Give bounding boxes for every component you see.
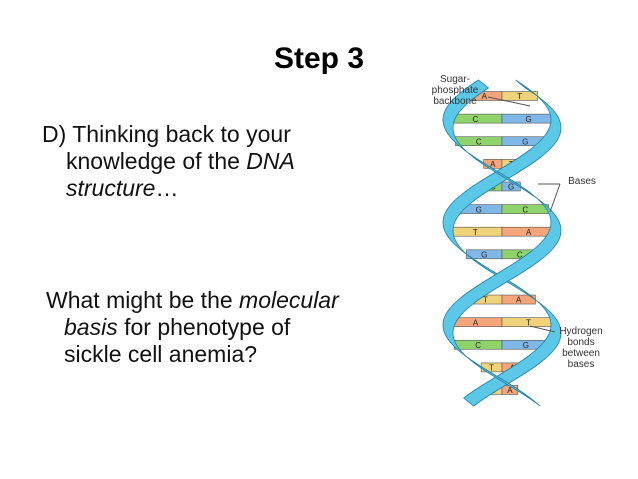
base-letter: G — [522, 137, 528, 146]
hydrogen-label-line1: Hydrogen — [559, 326, 603, 337]
base-letter: A — [516, 296, 522, 305]
sugar-pointer-line — [487, 96, 531, 107]
slide-title: Step 3 — [273, 42, 365, 75]
sugar-phosphate-backbone-label: Sugar- phosphate backbone — [422, 74, 488, 107]
para-d-line1: D) Thinking back to your — [42, 121, 291, 147]
bases-label: Bases — [568, 176, 596, 187]
base-letter: C — [472, 115, 478, 124]
para-d-line3: structure… — [42, 175, 402, 202]
para-d-structure-term: structure — [66, 175, 156, 201]
base-letter: G — [481, 251, 487, 260]
base-letter: C — [517, 251, 523, 260]
sugar-label-line3: backbone — [433, 96, 477, 107]
sugar-label-line1: Sugar- — [439, 74, 470, 85]
para-q-molecular-term: molecular — [239, 287, 339, 313]
base-pair-rungs: ATCGCGATCGGCTAGCTAATCGTATA — [448, 91, 556, 395]
sugar-label-line2: phosphate — [431, 85, 479, 96]
base-letter: G — [526, 115, 532, 124]
base-letter: T — [526, 318, 531, 327]
base-letter: C — [522, 205, 528, 214]
hydrogen-bonds-label: Hydrogen bonds between bases — [548, 326, 614, 370]
para-q-line1-text: What might be the — [46, 287, 240, 313]
para-q-basis-term: basis — [64, 314, 118, 340]
backbone-strand-b — [442, 79, 562, 407]
base-letter: T — [473, 228, 478, 237]
para-d-line2-text: knowledge of the — [66, 148, 247, 174]
base-letter: T — [517, 92, 522, 101]
question-d-paragraph: D) Thinking back to your knowledge of th… — [42, 121, 402, 202]
hydrogen-label-line2: bonds — [567, 337, 595, 348]
base-letter: G — [476, 205, 482, 214]
hydrogen-pointer-line — [529, 325, 556, 333]
backbone-strand-a — [442, 79, 562, 407]
base-letter: A — [473, 318, 479, 327]
base-letter: A — [482, 92, 488, 101]
question-paragraph: What might be the molecular basis for ph… — [46, 287, 466, 368]
base-letter: T — [489, 364, 494, 373]
para-d-ellipsis: … — [155, 175, 179, 201]
para-q-line2: basis for phenotype of — [46, 314, 466, 341]
para-d-line2: knowledge of the DNA — [42, 148, 402, 175]
para-d-dna-term: DNA — [246, 148, 295, 174]
para-q-line2-text: for phenotype of — [117, 314, 291, 340]
dna-double-helix-diagram: ATCGCGATCGGCTAGCTAATCGTATA Sugar- phosph… — [420, 64, 620, 414]
label-pointers — [487, 96, 561, 333]
base-letter: T — [483, 296, 488, 305]
base-letter: A — [490, 160, 496, 169]
para-q-line1: What might be the molecular — [46, 287, 339, 313]
base-letter: G — [508, 183, 514, 192]
base-letter: A — [526, 228, 532, 237]
hydrogen-label-line4: bases — [567, 359, 595, 370]
base-letter: C — [476, 137, 482, 146]
hydrogen-label-line3: between — [562, 348, 600, 359]
bases-pointer-line-2 — [549, 183, 561, 213]
base-letter: C — [475, 341, 481, 350]
base-letter: G — [523, 341, 529, 350]
base-letter: A — [507, 386, 513, 395]
para-q-line3: sickle cell anemia? — [64, 341, 258, 367]
dna-helix-svg: ATCGCGATCGGCTAGCTAATCGTATA — [442, 79, 562, 407]
backbone-strands — [442, 79, 562, 407]
